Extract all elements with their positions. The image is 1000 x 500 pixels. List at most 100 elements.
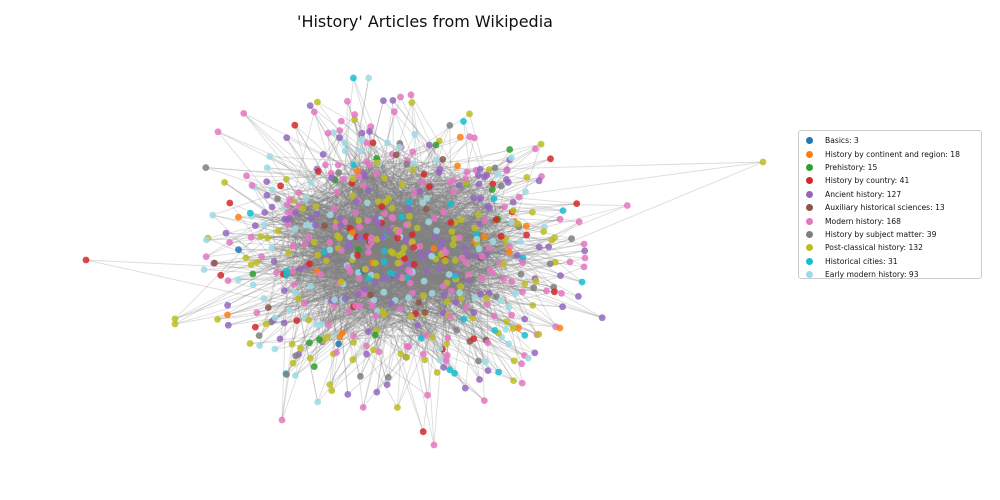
edge — [255, 207, 393, 328]
edge — [395, 257, 586, 301]
edge — [373, 299, 470, 342]
node — [419, 199, 427, 207]
edge — [376, 154, 397, 175]
edge — [454, 222, 457, 280]
edge — [401, 254, 518, 278]
edge — [391, 216, 502, 237]
edge — [285, 262, 398, 276]
edge — [445, 240, 494, 254]
edge — [462, 191, 526, 281]
node — [395, 252, 403, 259]
edge — [394, 247, 416, 301]
node — [307, 214, 315, 222]
edge — [340, 224, 465, 320]
node — [447, 219, 455, 226]
edge — [329, 242, 359, 294]
edge — [345, 292, 460, 300]
edge — [364, 176, 490, 209]
edge — [378, 163, 421, 192]
edge — [286, 204, 401, 264]
edge — [309, 299, 396, 344]
legend-marker — [806, 244, 813, 252]
edge — [368, 278, 487, 299]
node — [414, 322, 422, 329]
edge — [288, 252, 487, 341]
node — [365, 275, 373, 283]
edge — [220, 178, 344, 276]
node — [478, 253, 486, 260]
edge — [281, 185, 364, 421]
edge — [423, 280, 441, 297]
node — [465, 277, 473, 284]
node — [463, 168, 471, 176]
node — [335, 169, 342, 176]
node — [557, 272, 564, 279]
node — [446, 122, 454, 129]
node — [318, 320, 326, 328]
edge — [306, 197, 339, 249]
edge — [286, 270, 487, 341]
edge — [306, 197, 425, 315]
node — [351, 111, 359, 118]
node — [464, 271, 472, 279]
edge — [358, 176, 421, 192]
edge — [292, 212, 478, 237]
edge — [363, 185, 415, 193]
edge — [356, 170, 416, 314]
edge — [351, 182, 384, 238]
node — [357, 147, 365, 155]
node — [449, 282, 456, 289]
edge — [369, 131, 386, 179]
node — [380, 258, 388, 266]
edge — [250, 221, 345, 266]
edge — [288, 252, 413, 274]
edge — [408, 257, 468, 299]
edge — [426, 191, 454, 199]
node — [486, 204, 493, 212]
node — [492, 216, 500, 224]
edge — [327, 260, 339, 325]
node — [451, 369, 458, 377]
edge — [286, 204, 369, 332]
node — [580, 263, 588, 271]
edge — [351, 221, 402, 355]
edge — [283, 229, 296, 291]
node — [82, 256, 90, 264]
edge — [375, 246, 421, 316]
edge — [329, 241, 537, 282]
edge — [422, 125, 451, 204]
legend-label: History by subject matter: 39 — [825, 229, 937, 239]
legend-item: Historical cities: 31 — [806, 255, 981, 268]
edge — [381, 206, 435, 446]
node — [354, 251, 361, 259]
node — [518, 379, 526, 387]
edge — [298, 205, 411, 284]
node — [344, 264, 352, 271]
edge — [292, 212, 376, 336]
node — [428, 252, 436, 260]
edge — [274, 218, 499, 350]
edge — [264, 212, 510, 244]
node — [476, 376, 483, 383]
edge — [455, 225, 527, 280]
node — [316, 336, 323, 343]
node — [359, 404, 367, 411]
node — [475, 245, 483, 253]
edge — [292, 205, 300, 272]
edge — [283, 273, 516, 295]
node — [445, 264, 452, 271]
node — [296, 265, 304, 272]
edge — [294, 124, 353, 223]
edge — [407, 277, 475, 314]
node — [505, 303, 513, 311]
node — [398, 213, 405, 221]
node — [428, 290, 436, 297]
edge — [410, 282, 481, 295]
node — [306, 102, 314, 109]
edge — [388, 198, 556, 263]
edge — [342, 278, 369, 285]
edge — [277, 230, 586, 259]
edge — [315, 205, 476, 242]
node — [456, 289, 463, 297]
